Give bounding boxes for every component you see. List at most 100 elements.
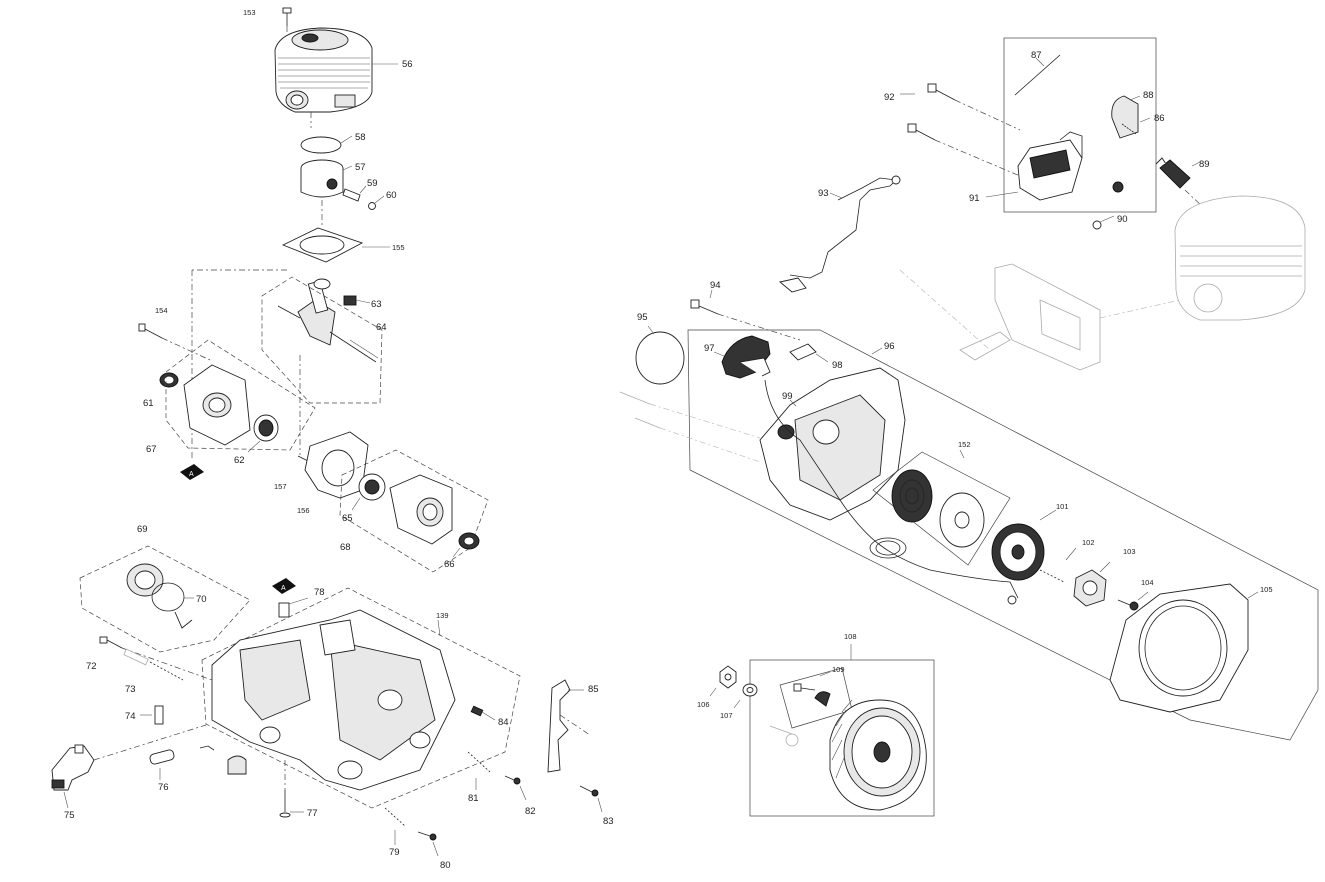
callout-65: 65: [342, 513, 353, 524]
gasket-155: [281, 227, 364, 263]
callout-103: 103: [1123, 547, 1136, 556]
crankcase-group: [138, 323, 489, 573]
ignition-coil-91: [1017, 131, 1083, 201]
o-ring-70: [151, 582, 185, 612]
bearing-65: [358, 473, 386, 501]
callout-69: 69: [137, 524, 148, 535]
callout-88: 88: [1143, 90, 1154, 101]
starter-handle-97: [721, 335, 771, 379]
screw-82: [504, 775, 521, 785]
pin-74: [154, 705, 164, 725]
starter-housing-96: [759, 367, 906, 521]
callout-72: 72: [86, 661, 97, 672]
callout-105: 105: [1260, 585, 1273, 594]
nut-90: [1112, 181, 1124, 193]
callout-74: 74: [125, 711, 136, 722]
screw-94: [690, 299, 719, 315]
callout-75: 75: [64, 810, 75, 821]
oil-pump-69: [126, 563, 164, 597]
spark-boot-88: [1111, 95, 1139, 139]
alignment-marker-a-bottom: [272, 578, 296, 594]
callout-107: 107: [720, 711, 733, 720]
pawl-109: [793, 683, 831, 707]
piston-57: [300, 159, 344, 198]
crankcase-right-68: [389, 474, 453, 545]
crankcase-frame-139: [211, 609, 456, 791]
starter-group: [619, 289, 1319, 741]
nut-103: [1073, 569, 1107, 607]
nut-106: [719, 665, 737, 689]
callout-99: 99: [782, 391, 793, 402]
callout-82: 82: [525, 806, 536, 817]
starter-cover-105: [1109, 583, 1249, 713]
bumper-spike-85: [547, 679, 571, 773]
bracket-93: [779, 175, 901, 293]
callout-67: 67: [146, 444, 157, 455]
crankcase-frame-group: [51, 545, 603, 857]
callout-labels: 153 56 58 57 59 60 155 63 64 154 61 67 6…: [64, 8, 1273, 871]
rope-99: [764, 379, 1019, 605]
callout-154: 154: [155, 306, 168, 315]
cylinder-group: [191, 7, 398, 458]
needle-bearing-63: [343, 295, 357, 306]
callout-156: 156: [297, 506, 310, 515]
trigger-75: [51, 744, 95, 791]
bearing-62: [253, 414, 279, 442]
flywheel-group: [709, 644, 935, 817]
ignition-group: [779, 37, 1306, 371]
callout-93: 93: [818, 188, 829, 199]
spring-73: [123, 648, 184, 681]
callout-68: 68: [340, 542, 351, 553]
callout-76: 76: [158, 782, 169, 793]
callout-66: 66: [444, 559, 455, 570]
screw-83: [579, 785, 599, 797]
screw-104: [1117, 599, 1139, 611]
pin-76: [149, 745, 215, 765]
callout-73: 73: [125, 684, 136, 695]
piston-ring-58: [300, 136, 342, 154]
spring-102: [1039, 569, 1065, 583]
ignition-box: [1003, 37, 1157, 213]
callout-101: 101: [1056, 502, 1069, 511]
bolt-84: [470, 705, 484, 717]
callout-90: 90: [1117, 214, 1128, 225]
piston-pin-59: [342, 188, 361, 202]
clip-98: [789, 343, 817, 361]
spring-81: [467, 751, 491, 773]
callout-59: 59: [367, 178, 378, 189]
callout-91: 91: [969, 193, 980, 204]
callout-84: 84: [498, 717, 509, 728]
callout-62: 62: [234, 455, 245, 466]
callout-70: 70: [196, 594, 207, 605]
callout-109: 109: [832, 665, 845, 674]
circlip-60: [368, 202, 376, 210]
callout-94: 94: [710, 280, 721, 291]
spring-152: [891, 469, 985, 548]
callout-77: 77: [307, 808, 318, 819]
screw-153: [282, 7, 292, 26]
intake-faint: [959, 263, 1101, 371]
callout-102: 102: [1082, 538, 1095, 547]
callout-63: 63: [371, 299, 382, 310]
crankcase-left-67: [183, 364, 251, 446]
screw-80: [417, 831, 437, 841]
spark-plug-89: [1155, 157, 1191, 189]
screw-92: [907, 83, 956, 141]
callout-104: 104: [1141, 578, 1154, 587]
oil-seal-66: [458, 532, 480, 550]
callout-95: 95: [637, 312, 648, 323]
oil-seal-61: [159, 372, 179, 388]
gasket-156: [304, 431, 369, 499]
callout-153: 153: [243, 8, 256, 17]
callout-97: 97: [704, 343, 715, 354]
callout-81: 81: [468, 793, 479, 804]
callout-64: 64: [376, 322, 387, 333]
callout-56: 56: [402, 59, 413, 70]
callout-139: 139: [436, 611, 449, 620]
callout-61: 61: [143, 398, 154, 409]
plug-78: [278, 602, 290, 618]
marker-a-bottom-label: A: [281, 585, 286, 592]
callout-98: 98: [832, 360, 843, 371]
